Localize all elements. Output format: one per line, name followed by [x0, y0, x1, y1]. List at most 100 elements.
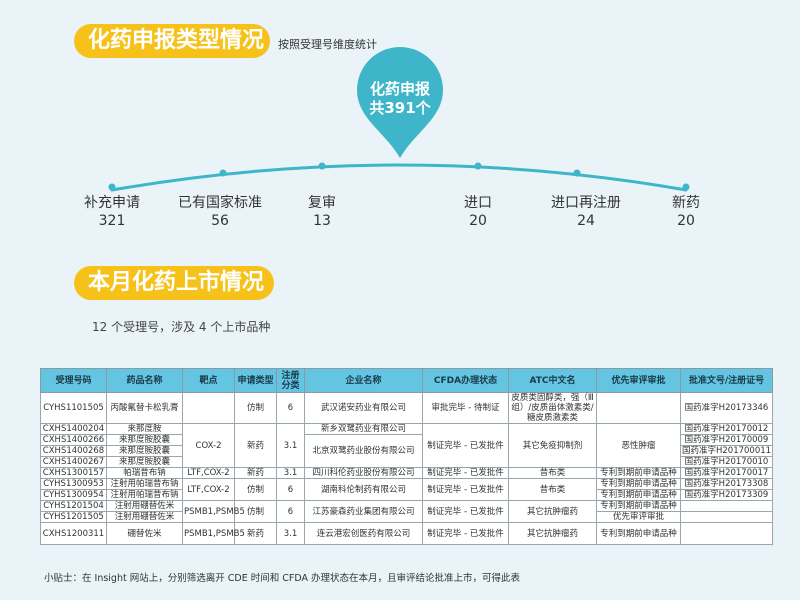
cell-drug: 注射用硼替佐米 — [106, 500, 183, 512]
cell-priority: 优先审评审批 — [596, 511, 681, 523]
cell-approval: 国药准字H20170010 — [680, 456, 773, 468]
cell-company: 连云港宏创医药有限公司 — [304, 522, 423, 545]
summary-label: 化药申报 — [369, 80, 430, 98]
cell-approval: 国药准字H20173346 — [680, 392, 773, 424]
cell-id: CYHS1300953 — [40, 478, 107, 490]
cell-drug: 来那度胺胶囊 — [106, 434, 183, 446]
category-import: 进口 20 — [408, 194, 548, 230]
cell-drug: 注射用帕瑞昔布钠 — [106, 478, 183, 490]
page-subtitle: 按照受理号维度统计 — [278, 38, 377, 51]
page-title: 化药申报类型情况 — [74, 24, 270, 58]
cell-approval — [680, 511, 773, 523]
cell-type: 新药 — [234, 467, 277, 479]
cell-id: CYHS1101505 — [40, 392, 107, 424]
cell-status: 制证完毕 - 已发批件 — [422, 522, 509, 545]
cell-id: CXHS1300157 — [40, 467, 107, 479]
cell-drug: 帕瑞昔布钠 — [106, 467, 183, 479]
column-header[interactable]: 企业名称 — [304, 368, 423, 393]
cell-id: CYHS1201505 — [40, 511, 107, 523]
cell-atc: 昔布类 — [508, 478, 597, 501]
cell-id: CYHS1201504 — [40, 500, 107, 512]
cell-status: 制证完毕 - 已发批件 — [422, 478, 509, 501]
cell-atc: 皮质类固醇类，强（Ⅲ组）/皮质甾体激素类/糖皮质激素类 — [508, 392, 597, 424]
cell-drug: 硼替佐米 — [106, 522, 183, 545]
cell-class: 6 — [276, 478, 305, 501]
cell-target: COX-2 — [182, 423, 235, 468]
cell-approval: 国药准字H20170009 — [680, 434, 773, 446]
cell-atc: 其它抗肿瘤药 — [508, 500, 597, 523]
cell-status: 制证完毕 - 已发批件 — [422, 423, 509, 468]
cell-approval: 国药准字H20173309 — [680, 489, 773, 501]
column-header[interactable]: 药品名称 — [106, 368, 183, 393]
cell-priority: 专利到期前申请品种 — [596, 522, 681, 545]
cell-company: 北京双鹭药业股份有限公司 — [304, 434, 423, 468]
cell-class: 6 — [276, 392, 305, 424]
category-label: 复审 — [308, 195, 336, 211]
cell-class: 3.1 — [276, 467, 305, 479]
connector-dot-1 — [108, 183, 116, 191]
market-listing-table: 受理号码 药品名称 靶点 申请类型 注册分类 企业名称 CFDA办理状态 ATC… — [40, 368, 773, 545]
table-row: CYHS1101505 丙酸氟替卡松乳膏 仿制 6 武汉诺安药业有限公司 审批完… — [40, 392, 773, 424]
category-value: 321 — [98, 213, 126, 229]
cell-approval — [680, 522, 773, 545]
cell-approval: 国药准字H201700011 — [680, 445, 773, 457]
category-label: 已有国家标准 — [178, 195, 262, 211]
column-header[interactable]: 注册分类 — [276, 368, 305, 393]
column-header[interactable]: CFDA办理状态 — [422, 368, 509, 393]
cell-status: 制证完毕 - 已发批件 — [422, 467, 509, 479]
cell-id: CYHS1300954 — [40, 489, 107, 501]
cell-id: CXHS1400267 — [40, 456, 107, 468]
cell-status: 制证完毕 - 已发批件 — [422, 500, 509, 523]
cell-approval: 国药准字H20170012 — [680, 423, 773, 435]
cell-drug: 来那度胺 — [106, 423, 183, 435]
tip-text: 小贴士：在 Insight 网站上，分别筛选离开 CDE 时间和 CFDA 办理… — [44, 573, 521, 584]
category-value: 20 — [677, 213, 695, 229]
summary-pin — [357, 47, 443, 158]
column-header[interactable]: ATC中文名 — [508, 368, 597, 393]
cell-drug: 注射用帕瑞昔布钠 — [106, 489, 183, 501]
cell-company: 江苏豪森药业集团有限公司 — [304, 500, 423, 523]
category-supplementary: 补充申请 321 — [42, 194, 182, 230]
cell-atc: 其它免疫抑制剂 — [508, 423, 597, 468]
column-header[interactable]: 申请类型 — [234, 368, 277, 393]
category-label: 补充申请 — [84, 195, 140, 211]
category-diagram — [108, 47, 690, 192]
column-header[interactable]: 受理号码 — [40, 368, 107, 393]
category-new-drug: 新药 20 — [616, 194, 756, 230]
connector-dot-6 — [682, 183, 690, 191]
cell-id: CXHS1400204 — [40, 423, 107, 435]
cell-drug: 注射用硼替佐米 — [106, 511, 183, 523]
table-row: CXHS1300157 帕瑞昔布钠 LTF,COX-2 新药 3.1 四川科伦药… — [40, 467, 773, 479]
cell-approval — [680, 500, 773, 512]
cell-status: 审批完毕 - 待制证 — [422, 392, 509, 424]
cell-atc: 其它抗肿瘤药 — [508, 522, 597, 545]
category-value: 24 — [577, 213, 595, 229]
cell-drug: 来那度胺胶囊 — [106, 456, 183, 468]
category-value: 56 — [211, 213, 229, 229]
cell-type: 仿制 — [234, 392, 277, 424]
cell-company: 新乡双鹭药业有限公司 — [304, 423, 423, 435]
column-header[interactable]: 优先审评审批 — [596, 368, 681, 393]
cell-atc: 昔布类 — [508, 467, 597, 479]
cell-id: CXHS1200311 — [40, 522, 107, 545]
cell-type: 新药 — [234, 522, 277, 545]
cell-company: 四川科伦药业股份有限公司 — [304, 467, 423, 479]
cell-approval: 国药准字H20173308 — [680, 478, 773, 490]
cell-company: 湖南科伦制药有限公司 — [304, 478, 423, 501]
category-label: 进口 — [464, 195, 492, 211]
table-row: CXHS1400204 来那度胺 COX-2 新药 3.1 新乡双鹭药业有限公司… — [40, 423, 773, 468]
cell-class: 6 — [276, 500, 305, 523]
cell-drug: 来那度胺胶囊 — [106, 445, 183, 457]
cell-priority: 专利到期前申请品种 — [596, 489, 681, 501]
table-row: CYHS1300954 注射用帕瑞昔布钠 专利到期前申请品种 国药准字H2017… — [40, 489, 773, 501]
cell-target: LTF,COX-2 — [182, 467, 235, 479]
category-value: 13 — [313, 213, 331, 229]
cell-target: PSMB1,PSMB5 — [182, 522, 245, 545]
cell-class: 3.1 — [276, 423, 305, 468]
section-title: 本月化药上市情况 — [74, 266, 274, 300]
column-header[interactable]: 靶点 — [182, 368, 235, 393]
category-label: 进口再注册 — [551, 195, 621, 211]
cell-priority: 专利到期前申请品种 — [596, 467, 681, 479]
column-header[interactable]: 批准文号/注册证号 — [680, 368, 773, 393]
summary-total: 共391个 — [369, 99, 431, 117]
